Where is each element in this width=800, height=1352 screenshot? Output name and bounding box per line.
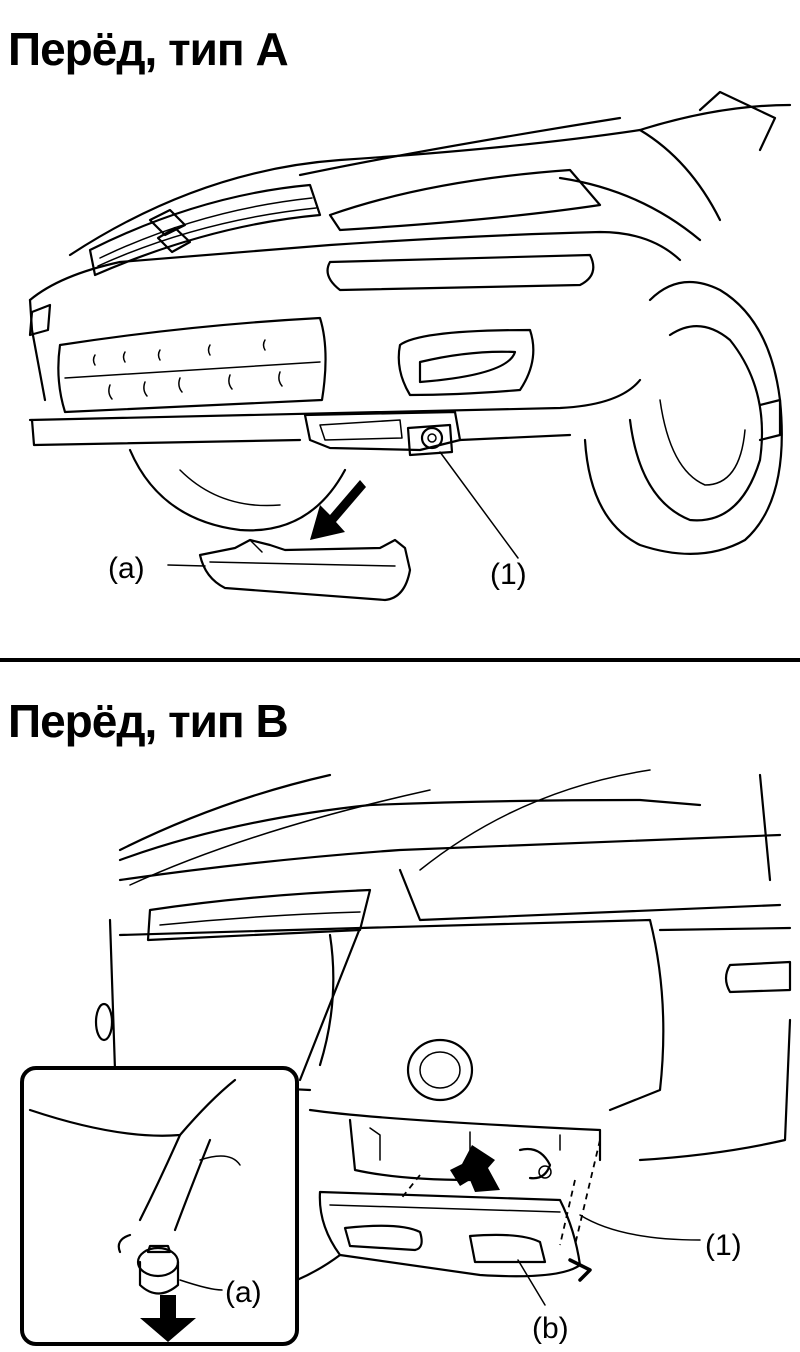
removal-arrow-b bbox=[450, 1145, 500, 1192]
removed-cover-b bbox=[318, 1190, 582, 1278]
inset-arrow bbox=[140, 1295, 196, 1342]
towing-hook-eye bbox=[420, 426, 444, 450]
removal-arrow bbox=[310, 480, 366, 540]
figure-a-illustration: (a) (1) bbox=[28, 90, 792, 602]
section-divider bbox=[0, 658, 800, 662]
removed-cover-a bbox=[198, 538, 412, 602]
callout-1: (1) bbox=[490, 558, 527, 591]
logo-emblem bbox=[148, 208, 187, 237]
callout-1-b: (1) bbox=[705, 1229, 742, 1262]
callout-b: (b) bbox=[532, 1312, 569, 1345]
figure-a-title: Перёд, тип A bbox=[8, 23, 289, 75]
detail-inset: (a) bbox=[20, 1066, 299, 1346]
figure-b-illustration: (1) (b) (a) bbox=[20, 769, 792, 1346]
callout-a-b: (a) bbox=[225, 1276, 262, 1309]
towing-cover-recess bbox=[303, 410, 462, 452]
callout-a: (a) bbox=[108, 552, 145, 585]
figure-b-title: Перёд, тип B bbox=[8, 695, 289, 747]
